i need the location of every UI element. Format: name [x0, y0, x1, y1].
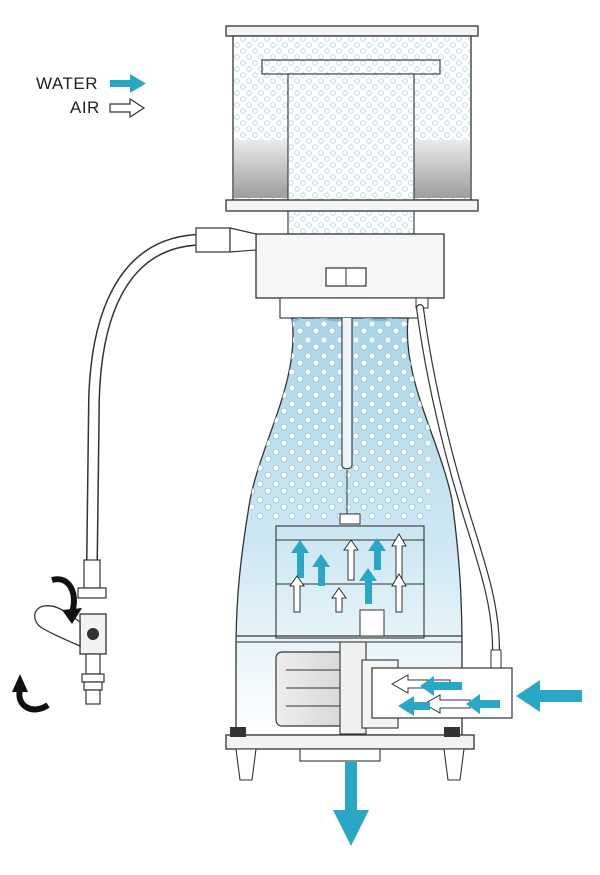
reaction-chamber	[235, 304, 582, 736]
air-flow-arrow-icon	[391, 573, 407, 613]
center-tube	[341, 318, 353, 470]
foot-left	[235, 748, 257, 781]
hose-elbow-fitting	[195, 227, 231, 253]
water-flow-arrow-icon	[368, 538, 386, 570]
cup-lid	[225, 25, 479, 37]
air-flow-arrow-icon	[331, 587, 347, 613]
legend-air-label: AIR	[70, 98, 100, 117]
venturi-inlet	[371, 667, 513, 719]
air-flow-arrow-icon	[343, 539, 359, 581]
chamber-air-arrows	[289, 533, 407, 613]
neck-housing	[255, 233, 445, 319]
base-plate	[225, 727, 475, 846]
air-flow-arrow-icon	[289, 575, 305, 613]
inlet-arrows	[390, 674, 582, 716]
air-flow-arrow-icon	[391, 533, 407, 581]
rotate-arrow-icon	[12, 576, 82, 713]
air-flow-arrow-icon	[109, 97, 146, 119]
cup-base-ring	[225, 199, 479, 212]
water-flow-arrow-icon	[466, 694, 500, 714]
water-flow-arrow-icon	[420, 676, 462, 696]
skimmate-right	[414, 140, 470, 198]
drain-hose	[86, 227, 257, 566]
water-flow-arrow-icon	[398, 696, 430, 716]
air-flow-arrow-icon	[422, 694, 471, 714]
water-flow-arrow-icon	[516, 680, 582, 712]
chamber-water-arrows	[291, 538, 386, 604]
water-flow-arrow-icon	[312, 554, 330, 586]
drain-valve[interactable]	[34, 559, 107, 705]
diffuser-cage	[275, 525, 425, 639]
legend: WATER AIR	[36, 74, 146, 119]
collection-cup	[225, 25, 479, 235]
skimmate-left	[234, 140, 290, 198]
water-flow-arrow-icon	[359, 568, 377, 604]
foot-right	[443, 748, 465, 781]
water-flow-arrow-icon	[291, 540, 309, 578]
water-flow-arrow-icon	[110, 74, 146, 93]
bubble-column	[250, 318, 430, 520]
needle-wheel-pump	[275, 641, 513, 735]
water-flow-arrow-icon	[333, 762, 369, 846]
legend-water-label: WATER	[36, 74, 98, 93]
